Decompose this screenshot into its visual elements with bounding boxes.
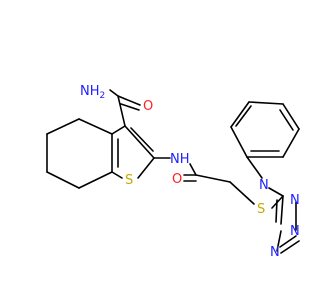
bond (78, 118, 113, 135)
bond (276, 230, 282, 252)
bond (117, 95, 126, 127)
bond (268, 187, 284, 197)
atom-label-layer: NH2 O S NH O S N N N N (80, 84, 300, 260)
bond (137, 157, 155, 179)
bond (124, 125, 155, 159)
structure-canvas: NH2 O S NH O S N N N N (46, 84, 300, 260)
bond (130, 127, 154, 152)
bond (111, 171, 123, 179)
bond (282, 128, 300, 158)
bond-layer (46, 89, 300, 254)
bond (279, 109, 294, 131)
amide-oxygen-label: O (143, 99, 153, 114)
nh2-main: NH (80, 84, 100, 99)
bond (189, 163, 197, 176)
bond (229, 181, 255, 205)
bond (246, 156, 263, 179)
bond (275, 199, 278, 223)
amide-nh-label: NH (170, 152, 190, 167)
thioether-sulfur-label: S (257, 202, 265, 217)
amine-nh2-label: NH2 (80, 84, 105, 101)
bond (117, 95, 141, 106)
bond (78, 171, 113, 189)
bond (280, 195, 284, 225)
bond (46, 118, 80, 135)
tetrazole-n2-label: N (290, 193, 300, 208)
molecule-structure: NH2 O S NH O S N N N N (46, 84, 300, 260)
bond (230, 126, 248, 158)
nh2-subscript: 2 (100, 91, 106, 101)
tetrazole-n4-label: N (270, 245, 280, 260)
bond (235, 105, 252, 127)
tetrazole-n3-label: N (290, 224, 300, 239)
bond (230, 101, 250, 128)
bond (280, 240, 300, 254)
bond (279, 235, 297, 248)
thiophene-sulfur-label: S (125, 173, 133, 188)
bond (248, 101, 284, 105)
bond (109, 89, 119, 97)
bond (120, 103, 140, 111)
bond (46, 171, 80, 189)
tetrazole-n1-label: N (259, 178, 269, 193)
carbonyl-oxygen-label: O (172, 172, 182, 187)
bond (195, 174, 231, 183)
bond (111, 125, 126, 135)
bond (282, 103, 300, 130)
